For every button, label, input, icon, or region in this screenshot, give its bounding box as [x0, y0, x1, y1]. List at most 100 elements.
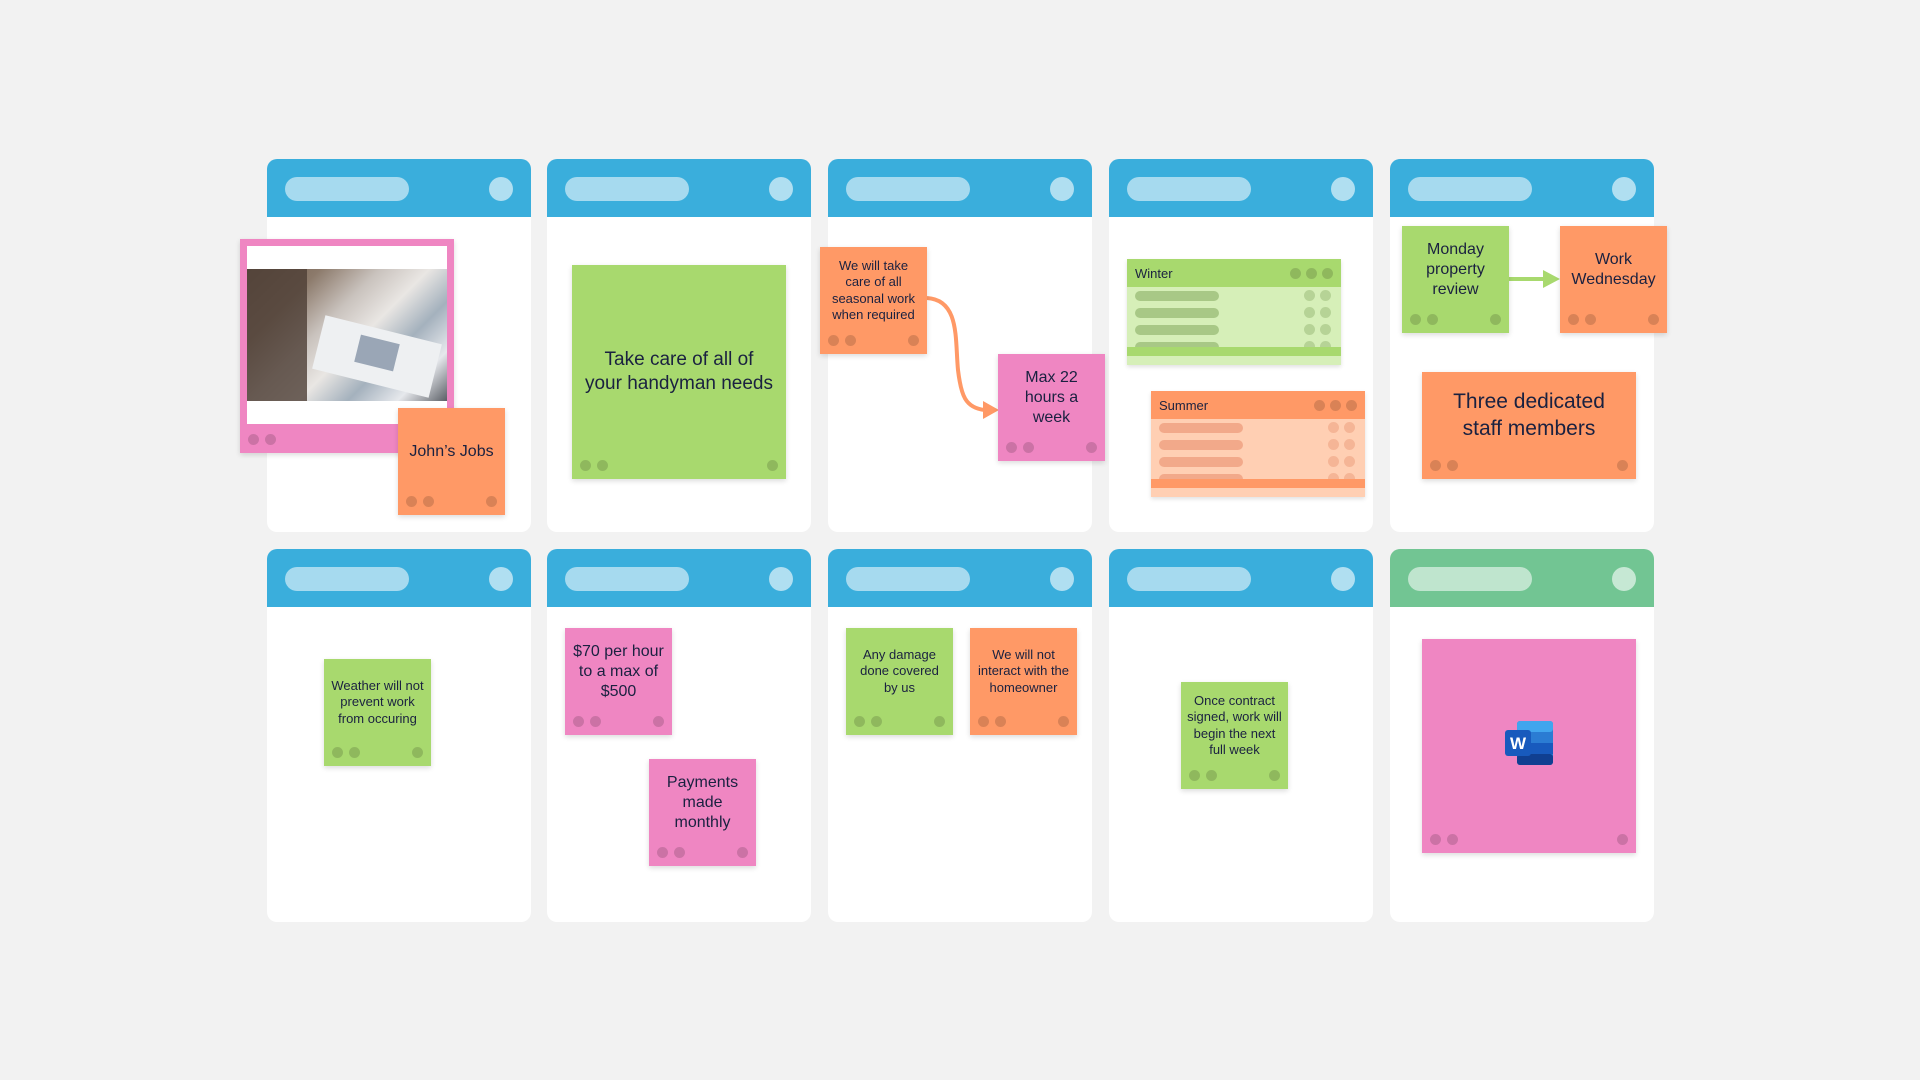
sticky-note-monday-review[interactable]: Monday property review [1402, 226, 1509, 333]
note-handle [1269, 770, 1280, 781]
sticky-note-rate[interactable]: $70 per hour to a max of $500 [565, 628, 672, 735]
sticky-note-work-wednesday[interactable]: Work Wednesday [1560, 226, 1667, 333]
note-handle [1617, 460, 1628, 471]
panel-title-placeholder [846, 177, 970, 201]
note-text: Max 22 hours a week [1024, 368, 1079, 426]
panel-menu-icon[interactable] [1612, 567, 1636, 591]
sticky-note-damage[interactable]: Any damage done covered by us [846, 628, 953, 735]
note-handle [1086, 442, 1097, 453]
panel-header [1109, 159, 1373, 217]
panel-header [547, 549, 811, 607]
panel-header [828, 549, 1092, 607]
note-text: Once contract signed, work will begin th… [1187, 693, 1282, 757]
note-handle [1648, 314, 1659, 325]
note-text: Payments made monthly [666, 773, 739, 831]
table-row [1151, 436, 1365, 453]
table-row [1127, 338, 1341, 347]
board-panel-7 [547, 549, 811, 922]
table-title: Winter [1135, 265, 1173, 281]
note-handles [978, 716, 1006, 727]
table-row [1127, 304, 1341, 321]
table-row [1151, 453, 1365, 470]
panel-menu-icon[interactable] [1612, 177, 1636, 201]
panel-header [1390, 549, 1654, 607]
sticky-note-contract[interactable]: Once contract signed, work will begin th… [1181, 682, 1288, 789]
panel-title-placeholder [1127, 567, 1251, 591]
note-handles [248, 434, 276, 445]
note-text: $70 per hour to a max of $500 [573, 642, 664, 700]
panel-header [1390, 159, 1654, 217]
panel-menu-icon[interactable] [489, 177, 513, 201]
summer-table[interactable]: Summer [1151, 391, 1365, 497]
note-text: John’s Jobs [409, 442, 494, 460]
word-document-icon: W [1505, 721, 1553, 765]
panel-title-placeholder [285, 567, 409, 591]
note-handles [332, 747, 360, 758]
note-handles [1189, 770, 1217, 781]
panel-header [547, 159, 811, 217]
note-handles [573, 716, 601, 727]
note-handles [1410, 314, 1438, 325]
note-handles [828, 335, 856, 346]
table-row [1127, 287, 1341, 304]
panel-menu-icon[interactable] [1050, 567, 1074, 591]
note-handles [854, 716, 882, 727]
sticky-note-max-hours[interactable]: Max 22 hours a week [998, 354, 1105, 461]
sticky-note-payments[interactable]: Payments made monthly [649, 759, 756, 866]
sticky-note-handyman[interactable]: Take care of all of your handyman needs [572, 265, 786, 479]
table-header: Winter [1127, 259, 1341, 287]
note-handles [1006, 442, 1034, 453]
note-text: Take care of all of your handyman needs [584, 349, 773, 394]
table-header-dots [1314, 400, 1357, 411]
panel-header [267, 549, 531, 607]
panel-title-placeholder [285, 177, 409, 201]
note-handle [486, 496, 497, 507]
board-panel-6 [267, 549, 531, 922]
note-handles [406, 496, 434, 507]
winter-table[interactable]: Winter [1127, 259, 1341, 365]
note-handle [653, 716, 664, 727]
document-card[interactable]: W [1422, 639, 1636, 853]
panel-menu-icon[interactable] [1331, 177, 1355, 201]
note-text: We will not interact with the homeowner [977, 647, 1070, 695]
sticky-note-staff[interactable]: Three dedicated staff members [1422, 372, 1636, 479]
magazine-photo [247, 269, 447, 401]
table-header: Summer [1151, 391, 1365, 419]
table-title: Summer [1159, 397, 1209, 413]
note-handle [1490, 314, 1501, 325]
note-handles [1430, 834, 1458, 845]
note-handle [1617, 834, 1628, 845]
table-header-dots [1290, 268, 1333, 279]
panel-menu-icon[interactable] [1050, 177, 1074, 201]
note-text: Monday property review [1426, 240, 1485, 298]
note-handle [767, 460, 778, 471]
note-handles [580, 460, 608, 471]
note-text: Any damage done covered by us [860, 647, 939, 695]
sticky-note-johns-jobs[interactable]: John’s Jobs [398, 408, 505, 515]
note-handle [737, 847, 748, 858]
note-text: We will take care of all seasonal work w… [831, 258, 916, 322]
panel-header [828, 159, 1092, 217]
sticky-note-weather[interactable]: Weather will not prevent work from occur… [324, 659, 431, 766]
panel-menu-icon[interactable] [1331, 567, 1355, 591]
note-handle [934, 716, 945, 727]
table-row [1127, 321, 1341, 338]
panel-menu-icon[interactable] [769, 177, 793, 201]
table-row [1151, 419, 1365, 436]
panel-header [267, 159, 531, 217]
panel-title-placeholder [565, 177, 689, 201]
note-handles [1430, 460, 1458, 471]
svg-text:W: W [1510, 734, 1527, 753]
sticky-note-homeowner[interactable]: We will not interact with the homeowner [970, 628, 1077, 735]
panel-menu-icon[interactable] [489, 567, 513, 591]
panel-menu-icon[interactable] [769, 567, 793, 591]
panel-title-placeholder [1127, 177, 1251, 201]
note-handle [1058, 716, 1069, 727]
panel-title-placeholder [846, 567, 970, 591]
sticky-note-seasonal[interactable]: We will take care of all seasonal work w… [820, 247, 927, 354]
panel-title-placeholder [1408, 177, 1532, 201]
note-text: Three dedicated staff members [1453, 390, 1605, 440]
panel-title-placeholder [565, 567, 689, 591]
note-text: Weather will not prevent work from occur… [331, 678, 424, 726]
board-panel-8 [828, 549, 1092, 922]
